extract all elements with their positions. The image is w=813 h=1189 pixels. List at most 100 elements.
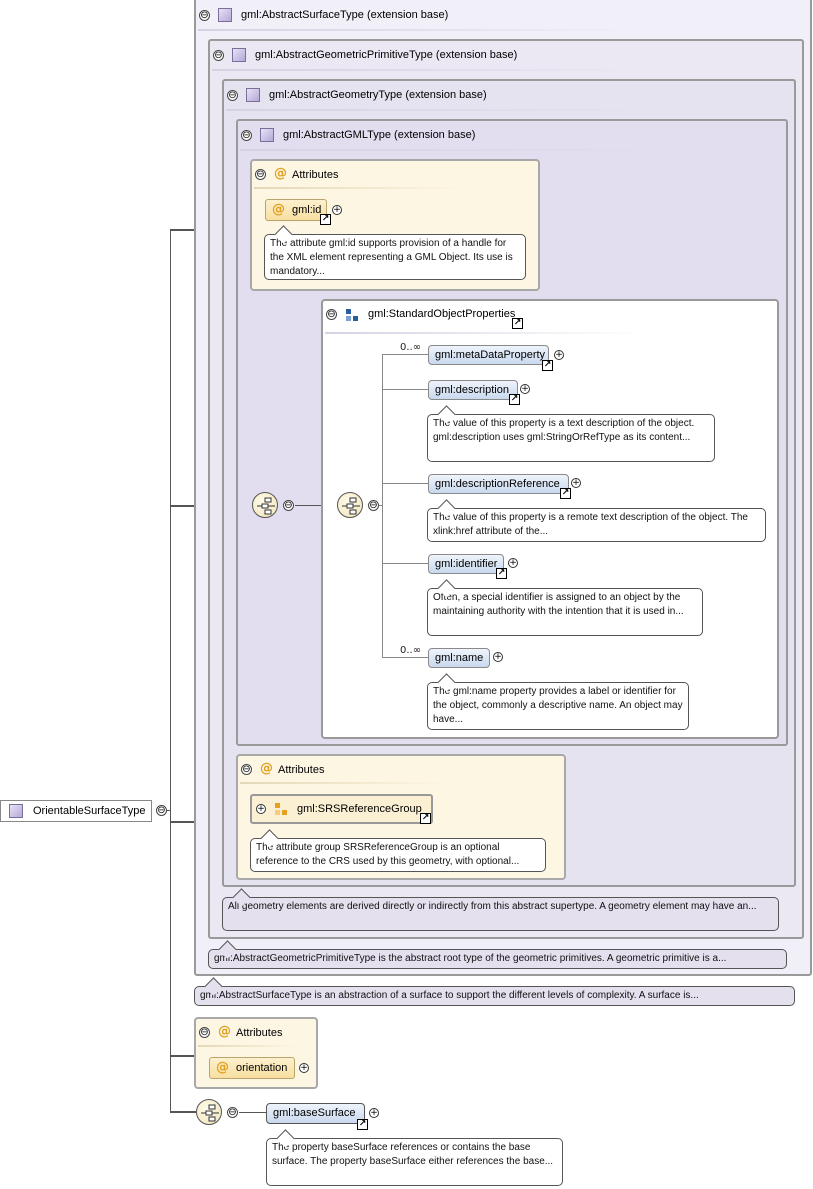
attribute-group-icon	[275, 803, 287, 815]
expand-icon[interactable]: +	[256, 804, 266, 814]
element-name[interactable]: gml:name	[428, 648, 490, 668]
divider	[240, 782, 450, 784]
link-arrow-icon[interactable]: ↗	[320, 214, 331, 225]
complex-type-icon	[9, 804, 23, 818]
link-arrow-icon[interactable]: ↗	[512, 318, 523, 329]
attribute-group-label: gml:SRSReferenceGroup	[297, 803, 422, 815]
attribute-icon: @	[218, 1024, 231, 1039]
attribute-doc: The attribute gml:id supports provision …	[264, 234, 526, 280]
collapse-icon[interactable]: ⊖	[156, 805, 167, 816]
cardinality: 0..∞	[400, 645, 422, 656]
link-arrow-icon[interactable]: ↗	[560, 488, 571, 499]
attribute-group-glyph	[275, 803, 287, 815]
expand-icon[interactable]: +	[508, 558, 518, 568]
divider	[198, 29, 638, 31]
attribute-icon: @	[274, 166, 287, 181]
element-doc: Often, a special identifier is assigned …	[427, 588, 703, 636]
collapse-icon[interactable]: ⊖	[199, 10, 210, 21]
extension-label: gml:AbstractGeometryType (extension base…	[269, 89, 487, 101]
collapse-icon[interactable]: ⊖	[326, 309, 337, 320]
complex-type-icon	[260, 128, 274, 142]
extension-label: gml:AbstractGeometricPrimitiveType (exte…	[255, 49, 518, 61]
sequence-glyph	[201, 1104, 219, 1122]
collapse-icon[interactable]: ⊖	[241, 130, 252, 141]
link-arrow-icon[interactable]: ↗	[357, 1119, 368, 1130]
collapse-icon[interactable]: ⊖	[213, 50, 224, 61]
sequence-compositor-icon[interactable]	[196, 1099, 222, 1125]
extension-doc: All geometry elements are derived direct…	[222, 897, 779, 931]
divider	[325, 332, 645, 334]
collapse-icon[interactable]: ⊖	[227, 90, 238, 101]
attribute-icon: @	[216, 1060, 229, 1075]
group-glyph	[346, 309, 358, 321]
divider	[212, 69, 652, 71]
sequence-glyph	[342, 497, 360, 515]
attribute-gml-id[interactable]: @ gml:id	[265, 199, 327, 221]
connector	[382, 563, 428, 564]
divider	[226, 109, 666, 111]
extension-doc: gml:AbstractSurfaceType is an abstractio…	[194, 986, 795, 1006]
extension-label: gml:AbstractSurfaceType (extension base)	[241, 9, 449, 21]
connector	[239, 1112, 266, 1113]
attributes-title: Attributes	[236, 1027, 283, 1039]
attributes-title: Attributes	[292, 169, 339, 181]
divider	[254, 187, 464, 189]
collapse-icon[interactable]: ⊖	[227, 1107, 238, 1118]
connector	[382, 389, 428, 390]
complex-type-icon	[232, 48, 246, 62]
collapse-icon[interactable]: ⊖	[283, 500, 294, 511]
connector	[382, 354, 428, 355]
expand-icon[interactable]: +	[520, 384, 530, 394]
connector	[382, 483, 428, 484]
attribute-icon: @	[272, 202, 285, 217]
connector	[382, 354, 383, 658]
divider	[240, 149, 680, 151]
attribute-label: gml:id	[292, 204, 322, 216]
attribute-group-srs[interactable]: + gml:SRSReferenceGroup	[250, 794, 433, 824]
element-descriptionreference[interactable]: gml:descriptionReference	[428, 474, 569, 494]
expand-icon[interactable]: +	[332, 205, 342, 215]
attribute-orientation[interactable]: @ orientation	[209, 1057, 295, 1079]
element-doc: The property baseSurface references or c…	[266, 1138, 563, 1186]
connector	[170, 1111, 196, 1113]
link-arrow-icon[interactable]: ↗	[420, 813, 431, 824]
connector	[379, 505, 383, 506]
attribute-icon: @	[260, 761, 273, 776]
expand-icon[interactable]: +	[554, 350, 564, 360]
link-arrow-icon[interactable]: ↗	[509, 394, 520, 405]
link-arrow-icon[interactable]: ↗	[542, 360, 553, 371]
connector	[170, 229, 171, 1111]
expand-icon[interactable]: +	[299, 1063, 309, 1073]
sequence-compositor-icon[interactable]	[337, 492, 363, 518]
attribute-group-doc: The attribute group SRSReferenceGroup is…	[250, 838, 546, 872]
attribute-label: orientation	[236, 1062, 288, 1074]
extension-label: gml:AbstractGMLType (extension base)	[283, 129, 476, 141]
attributes-title: Attributes	[278, 764, 325, 776]
element-basesurface[interactable]: gml:baseSurface	[266, 1103, 365, 1124]
element-description[interactable]: gml:description	[428, 380, 518, 400]
connector	[170, 1055, 196, 1057]
collapse-icon[interactable]: ⊖	[255, 169, 266, 180]
group-icon	[346, 309, 358, 321]
element-doc: The gml:name property provides a label o…	[427, 682, 689, 730]
sequence-compositor-icon[interactable]	[252, 492, 278, 518]
expand-icon[interactable]: +	[493, 652, 503, 662]
cardinality: 0..∞	[400, 342, 422, 353]
connector	[382, 657, 428, 658]
element-doc: The value of this property is a remote t…	[427, 508, 766, 542]
complex-type-icon	[246, 88, 260, 102]
root-label: OrientableSurfaceType	[33, 805, 146, 817]
divider	[198, 1045, 298, 1047]
element-doc: The value of this property is a text des…	[427, 414, 715, 462]
connector	[295, 505, 337, 506]
expand-icon[interactable]: +	[571, 478, 581, 488]
collapse-icon[interactable]: ⊖	[368, 500, 379, 511]
element-metadataproperty[interactable]: gml:metaDataProperty	[428, 345, 549, 365]
element-identifier[interactable]: gml:identifier	[428, 554, 504, 574]
link-arrow-icon[interactable]: ↗	[496, 568, 507, 579]
expand-icon[interactable]: +	[369, 1108, 379, 1118]
root-element[interactable]: OrientableSurfaceType	[0, 800, 152, 822]
collapse-icon[interactable]: ⊖	[199, 1027, 210, 1038]
collapse-icon[interactable]: ⊖	[241, 764, 252, 775]
complex-type-icon	[218, 8, 232, 22]
